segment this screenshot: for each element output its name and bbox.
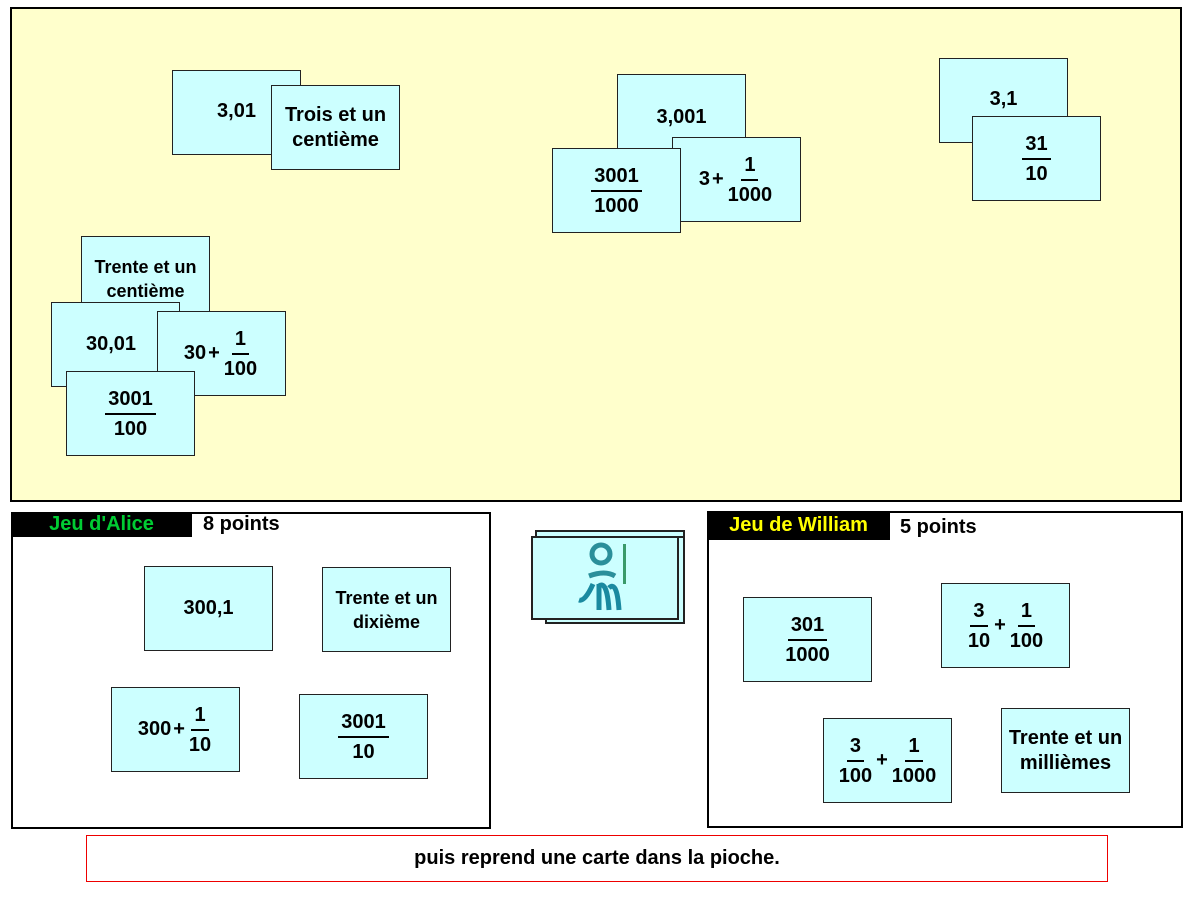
card-text: Trente et un dixième — [335, 587, 438, 632]
numerator: 3001 — [105, 385, 156, 415]
numerator: 1 — [231, 325, 250, 355]
denominator: 1000 — [594, 194, 639, 217]
card-op: + — [994, 614, 1006, 636]
card-int: 3 — [698, 168, 710, 190]
draw-pile[interactable] — [531, 536, 679, 620]
denominator: 10 — [1025, 162, 1048, 185]
card-words[interactable]: Trente et un dixième — [322, 567, 451, 652]
numerator: 3 — [970, 597, 988, 627]
numerator: 3001 — [591, 162, 642, 192]
numerator: 1 — [191, 701, 209, 731]
numerator: 3 — [846, 732, 864, 762]
card-op: + — [876, 749, 888, 771]
denominator: 100 — [113, 417, 148, 440]
numerator: 1 — [905, 732, 923, 762]
card-int: 30 — [183, 342, 207, 364]
alice-hand-panel — [11, 512, 491, 829]
card-int: 300 — [137, 718, 172, 740]
card-text: Trente et un millièmes — [1008, 726, 1123, 774]
numerator: 31 — [1022, 130, 1051, 160]
denominator: 100 — [1009, 629, 1044, 652]
card-text: Trois et un centième — [284, 103, 387, 151]
card-op: + — [173, 718, 185, 740]
card-text: 30,01 — [86, 333, 137, 355]
card-words[interactable]: Trois et un centième — [271, 85, 400, 170]
card-text: 300,1 — [183, 597, 234, 619]
denominator: 1000 — [891, 764, 937, 787]
william-title: Jeu de William — [707, 511, 890, 540]
denominator: 10 — [352, 740, 375, 763]
denominator: 1000 — [785, 643, 830, 666]
irem-logo-icon — [578, 542, 626, 611]
alice-points: 8 points — [203, 513, 280, 535]
alice-title: Jeu d'Alice — [11, 512, 192, 537]
card-decimal[interactable]: 300,1 — [144, 566, 273, 651]
denominator: 1000 — [727, 183, 773, 206]
denominator: 100 — [838, 764, 873, 787]
card-op: + — [208, 342, 220, 364]
denominator: 10 — [967, 629, 991, 652]
denominator: 100 — [223, 357, 258, 380]
card-words[interactable]: Trente et un millièmes — [1001, 708, 1130, 793]
numerator: 3001 — [338, 708, 389, 738]
numerator: 1 — [741, 151, 759, 181]
card-text: 3,01 — [217, 100, 256, 122]
card-text: 3,001 — [656, 106, 707, 128]
numerator: 301 — [787, 611, 828, 641]
card-text: Trente et un centième — [94, 257, 197, 301]
numerator: 1 — [1017, 597, 1036, 627]
instruction-message: puis reprend une carte dans la pioche. — [86, 835, 1108, 882]
denominator: 10 — [188, 733, 212, 756]
card-op: + — [711, 168, 724, 190]
william-points: 5 points — [900, 516, 977, 538]
card-text: 3,1 — [989, 88, 1018, 110]
